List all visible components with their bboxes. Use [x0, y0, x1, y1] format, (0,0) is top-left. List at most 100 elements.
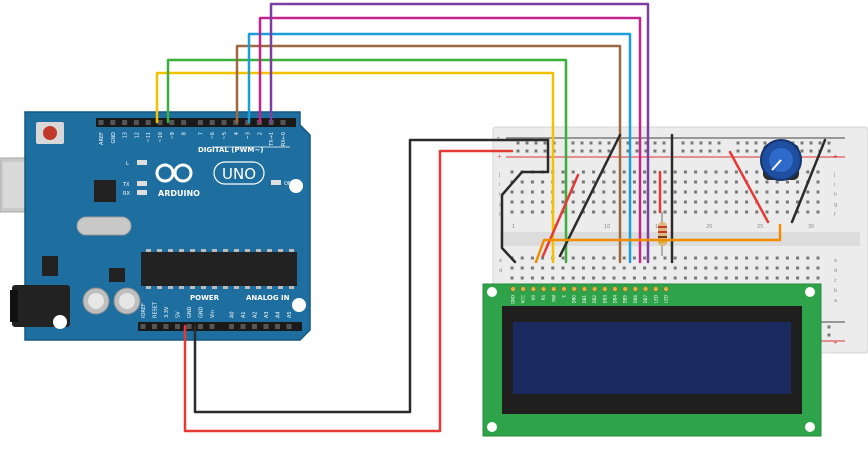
breadboard-hole[interactable]	[541, 180, 545, 184]
lcd-pin[interactable]	[510, 286, 516, 292]
rail-hole[interactable]	[690, 141, 694, 145]
lcd-pin[interactable]	[581, 286, 588, 292]
breadboard-hole[interactable]	[622, 256, 626, 260]
breadboard-hole[interactable]	[520, 200, 524, 204]
rail-hole[interactable]	[754, 141, 758, 145]
power-analog-pin[interactable]	[263, 324, 269, 329]
breadboard-hole[interactable]	[561, 266, 565, 270]
rail-hole[interactable]	[580, 149, 584, 153]
breadboard-hole[interactable]	[510, 276, 514, 280]
breadboard-hole[interactable]	[510, 200, 514, 204]
breadboard-hole[interactable]	[704, 210, 708, 214]
breadboard-hole[interactable]	[673, 180, 677, 184]
breadboard-hole[interactable]	[765, 256, 769, 260]
digital-pin[interactable]	[169, 120, 175, 125]
breadboard-hole[interactable]	[796, 276, 800, 280]
breadboard-hole[interactable]	[561, 190, 565, 194]
rail-hole[interactable]	[516, 141, 520, 145]
breadboard-hole[interactable]	[592, 256, 596, 260]
breadboard-hole[interactable]	[541, 210, 545, 214]
breadboard-hole[interactable]	[714, 170, 718, 174]
digital-pin[interactable]	[98, 120, 104, 125]
breadboard-hole[interactable]	[653, 210, 657, 214]
breadboard-hole[interactable]	[704, 276, 708, 280]
breadboard-hole[interactable]	[592, 266, 596, 270]
breadboard-hole[interactable]	[694, 266, 698, 270]
breadboard-hole[interactable]	[806, 256, 810, 260]
breadboard-hole[interactable]	[683, 180, 687, 184]
breadboard-hole[interactable]	[530, 276, 534, 280]
breadboard-hole[interactable]	[785, 200, 789, 204]
breadboard-hole[interactable]	[520, 190, 524, 194]
power-analog-pin[interactable]	[140, 324, 146, 329]
rail-hole[interactable]	[827, 325, 831, 329]
breadboard-hole[interactable]	[510, 266, 514, 270]
breadboard-hole[interactable]	[643, 180, 647, 184]
breadboard-hole[interactable]	[683, 200, 687, 204]
breadboard-hole[interactable]	[571, 200, 575, 204]
breadboard-hole[interactable]	[663, 200, 667, 204]
breadboard-hole[interactable]	[530, 200, 534, 204]
breadboard-hole[interactable]	[704, 190, 708, 194]
breadboard-hole[interactable]	[663, 170, 667, 174]
rail-hole[interactable]	[717, 141, 721, 145]
breadboard-hole[interactable]	[581, 276, 585, 280]
breadboard-hole[interactable]	[796, 256, 800, 260]
rail-hole[interactable]	[653, 141, 657, 145]
breadboard-hole[interactable]	[775, 210, 779, 214]
breadboard-hole[interactable]	[622, 210, 626, 214]
breadboard-hole[interactable]	[510, 210, 514, 214]
breadboard-hole[interactable]	[755, 256, 759, 260]
breadboard-hole[interactable]	[796, 210, 800, 214]
breadboard-hole[interactable]	[816, 200, 820, 204]
rail-hole[interactable]	[690, 149, 694, 153]
breadboard-hole[interactable]	[541, 200, 545, 204]
lcd-pin[interactable]	[540, 286, 547, 292]
breadboard-hole[interactable]	[806, 266, 810, 270]
breadboard-hole[interactable]	[673, 210, 677, 214]
breadboard-hole[interactable]	[714, 276, 718, 280]
rail-hole[interactable]	[708, 141, 712, 145]
rail-hole[interactable]	[827, 149, 831, 153]
wire-jumper-black-pot[interactable]	[790, 138, 827, 224]
breadboard-hole[interactable]	[602, 256, 606, 260]
breadboard-hole[interactable]	[612, 180, 616, 184]
breadboard-hole[interactable]	[816, 266, 820, 270]
breadboard-hole[interactable]	[673, 200, 677, 204]
breadboard-hole[interactable]	[643, 266, 647, 270]
wire-d11-green[interactable]	[166, 58, 568, 264]
breadboard-hole[interactable]	[632, 210, 636, 214]
rail-hole[interactable]	[635, 141, 639, 145]
breadboard-hole[interactable]	[745, 266, 749, 270]
breadboard-hole[interactable]	[755, 210, 759, 214]
rail-hole[interactable]	[699, 149, 703, 153]
breadboard-hole[interactable]	[683, 266, 687, 270]
breadboard-hole[interactable]	[622, 266, 626, 270]
breadboard-hole[interactable]	[775, 266, 779, 270]
breadboard-hole[interactable]	[704, 180, 708, 184]
breadboard-hole[interactable]	[775, 276, 779, 280]
breadboard-hole[interactable]	[602, 266, 606, 270]
rail-hole[interactable]	[818, 141, 822, 145]
breadboard-hole[interactable]	[775, 200, 779, 204]
breadboard-hole[interactable]	[806, 190, 810, 194]
reset-button[interactable]	[43, 126, 57, 140]
breadboard-hole[interactable]	[785, 180, 789, 184]
breadboard-hole[interactable]	[551, 276, 555, 280]
breadboard-hole[interactable]	[714, 256, 718, 260]
breadboard-hole[interactable]	[530, 266, 534, 270]
breadboard-hole[interactable]	[632, 180, 636, 184]
rail-hole[interactable]	[644, 141, 648, 145]
breadboard-hole[interactable]	[663, 266, 667, 270]
breadboard-hole[interactable]	[683, 276, 687, 280]
breadboard-hole[interactable]	[632, 200, 636, 204]
rail-hole[interactable]	[662, 149, 666, 153]
digital-pin[interactable]	[280, 120, 286, 125]
breadboard-hole[interactable]	[765, 276, 769, 280]
breadboard-hole[interactable]	[632, 266, 636, 270]
power-analog-pin[interactable]	[275, 324, 280, 329]
rail-hole[interactable]	[809, 141, 813, 145]
breadboard-hole[interactable]	[571, 190, 575, 194]
digital-pin[interactable]	[209, 120, 215, 125]
